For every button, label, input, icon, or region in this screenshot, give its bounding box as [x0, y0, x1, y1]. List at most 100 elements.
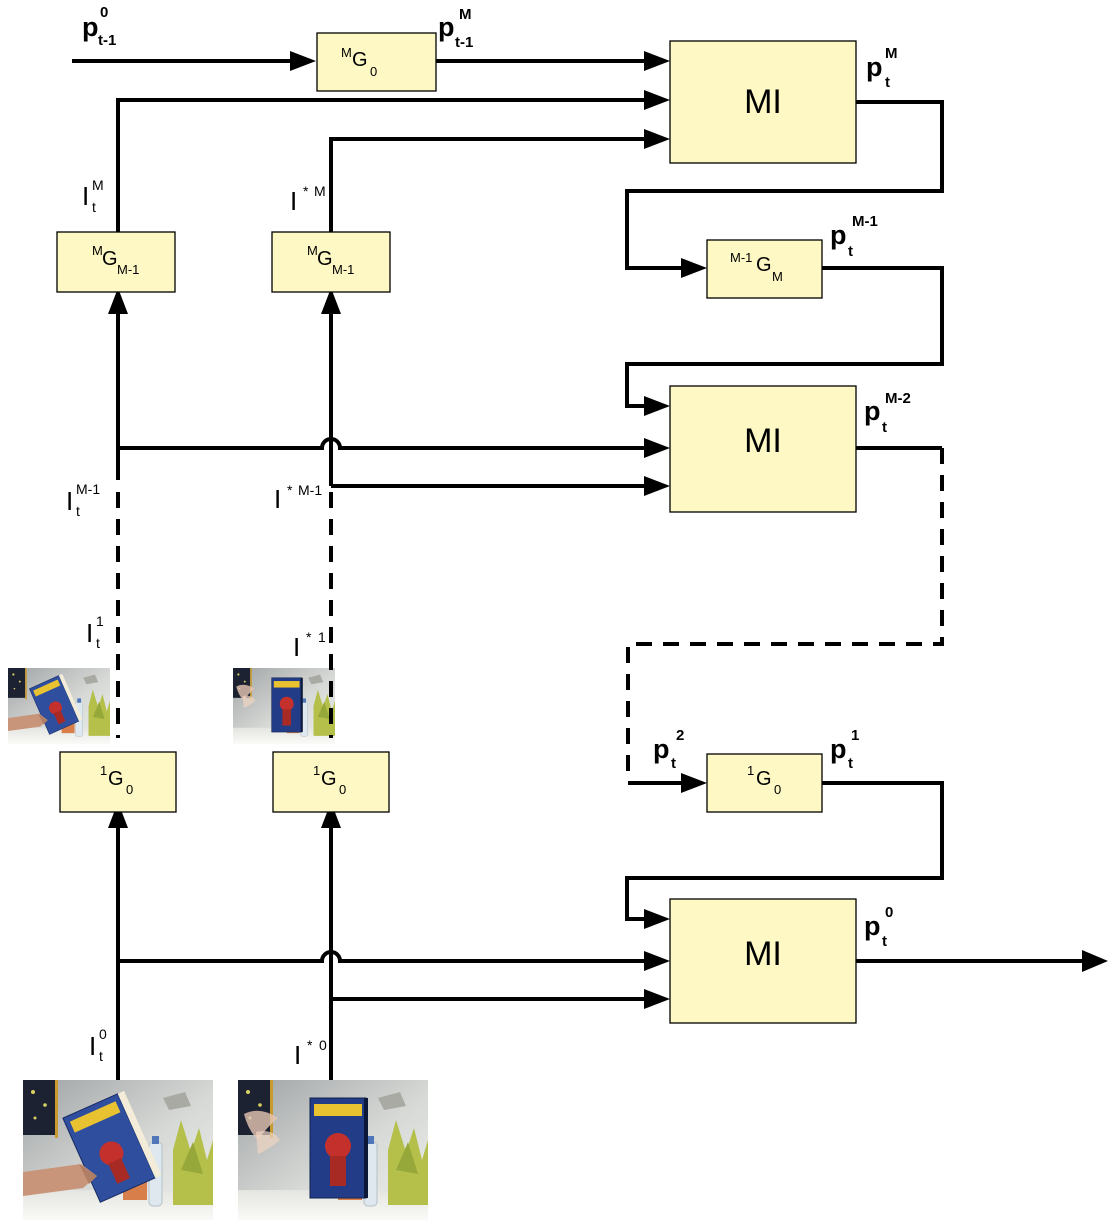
label-i-star-1: I * 1	[293, 629, 326, 662]
svg-text:t-1: t-1	[98, 32, 116, 49]
svg-text:p: p	[438, 12, 455, 42]
svg-text:I: I	[290, 186, 297, 216]
svg-text:1: 1	[851, 727, 859, 744]
svg-text:*: *	[307, 1037, 313, 1053]
svg-text:p: p	[830, 734, 847, 764]
svg-text:M: M	[459, 6, 472, 23]
g-box-right-upper: M G M-1	[271, 231, 391, 293]
svg-text:t: t	[848, 755, 853, 772]
wire-i-0-to-mi-bot	[118, 950, 648, 963]
label-p-t-1-0: p 0 t-1	[82, 4, 116, 49]
svg-text:G: G	[321, 768, 337, 790]
svg-text:1: 1	[96, 613, 104, 629]
svg-text:M-1: M-1	[332, 262, 354, 277]
mi-box-top: MI	[669, 40, 857, 164]
svg-text:G: G	[108, 768, 124, 790]
svg-text:0: 0	[370, 64, 377, 79]
svg-text:p: p	[653, 734, 670, 764]
svg-text:t: t	[96, 635, 100, 651]
svg-text:1: 1	[100, 763, 107, 778]
svg-text:0: 0	[99, 1026, 107, 1042]
svg-text:1: 1	[747, 763, 754, 778]
svg-text:I: I	[294, 1040, 301, 1070]
svg-text:M-1: M-1	[298, 482, 322, 498]
svg-text:M-1: M-1	[117, 262, 139, 277]
svg-text:M: M	[885, 45, 898, 62]
svg-text:M-1: M-1	[852, 213, 878, 230]
svg-text:t: t	[92, 199, 96, 215]
svg-text:G: G	[756, 768, 772, 790]
svg-text:p: p	[864, 396, 881, 426]
svg-text:t: t	[76, 503, 80, 519]
svg-text:M: M	[307, 243, 318, 258]
label-i-star-0: I * 0	[294, 1037, 327, 1070]
svg-text:*: *	[303, 183, 309, 199]
wire-i-m1-to-mi-mid	[118, 437, 648, 450]
photo-template-level0	[238, 1080, 428, 1220]
label-i-t-1: I 1 t	[86, 613, 104, 651]
svg-text:1: 1	[318, 629, 326, 645]
svg-text:G: G	[352, 49, 368, 71]
svg-text:MI: MI	[744, 422, 782, 460]
svg-text:p: p	[866, 52, 883, 82]
label-p-t-1-m: p M t-1	[438, 6, 473, 51]
g-box-left-upper: M G M-1	[56, 231, 176, 293]
svg-text:M: M	[314, 183, 326, 199]
label-p-t-m2: p M-2 t	[864, 390, 911, 436]
wire-dashed-chain	[626, 448, 944, 782]
g-box-chain-lower: 1 G 0	[706, 753, 823, 813]
svg-text:I: I	[293, 632, 300, 662]
g-box-chain-upper: M-1 G M	[706, 239, 823, 299]
label-i-star-m1: I * M-1	[274, 482, 322, 514]
wire-g0-to-mi-bot	[625, 781, 944, 921]
svg-text:G: G	[102, 248, 118, 270]
svg-text:M: M	[341, 45, 352, 60]
label-i-t-m: I M t	[82, 177, 104, 215]
wire-istar-m-to-mi-top	[329, 137, 648, 232]
label-i-star-m: I * M	[290, 183, 326, 216]
wires	[72, 59, 1086, 1080]
label-p-t-0: p 0 t	[864, 904, 893, 950]
label-p-t-m: p M t	[866, 45, 898, 91]
svg-text:0: 0	[339, 782, 346, 797]
svg-text:I: I	[86, 618, 93, 648]
label-p-t-1: p 1 t	[830, 727, 859, 772]
svg-text:*: *	[306, 629, 312, 645]
svg-text:MI: MI	[744, 935, 782, 973]
wire-g-m-to-mi-mid	[625, 266, 944, 408]
svg-text:*: *	[287, 482, 293, 498]
svg-text:I: I	[274, 484, 281, 514]
label-i-t-m1: I M-1 t	[66, 481, 100, 519]
svg-text:t: t	[882, 419, 887, 436]
svg-text:2: 2	[676, 727, 684, 744]
photo-template-level1	[233, 668, 335, 744]
svg-text:M-2: M-2	[885, 390, 911, 407]
svg-text:p: p	[864, 911, 881, 941]
svg-text:t: t	[848, 243, 853, 260]
svg-text:I: I	[66, 486, 73, 516]
svg-text:0: 0	[100, 4, 108, 21]
svg-text:t: t	[671, 755, 676, 772]
svg-text:0: 0	[774, 782, 781, 797]
svg-text:0: 0	[126, 782, 133, 797]
svg-text:G: G	[756, 254, 772, 276]
svg-text:t: t	[99, 1048, 103, 1064]
label-p-t-2: p 2 t	[653, 727, 684, 772]
svg-text:p: p	[830, 220, 847, 250]
svg-text:M: M	[772, 269, 783, 284]
svg-text:M: M	[92, 243, 103, 258]
svg-text:MI: MI	[744, 83, 782, 121]
svg-text:M-1: M-1	[76, 481, 100, 497]
g-box-top-input: M G 0	[316, 32, 437, 92]
mi-box-bottom: MI	[669, 898, 857, 1024]
label-p-t-m1: p M-1 t	[830, 213, 878, 260]
g-box-left-lower: 1 G 0	[59, 751, 177, 813]
photo-current-level0	[23, 1080, 213, 1220]
mi-box-middle: MI	[669, 385, 857, 513]
photo-current-level1	[8, 668, 110, 744]
svg-text:p: p	[82, 12, 99, 42]
svg-text:t: t	[882, 933, 887, 950]
wire-mi-top-out	[625, 100, 944, 270]
svg-text:M-1: M-1	[730, 250, 752, 265]
